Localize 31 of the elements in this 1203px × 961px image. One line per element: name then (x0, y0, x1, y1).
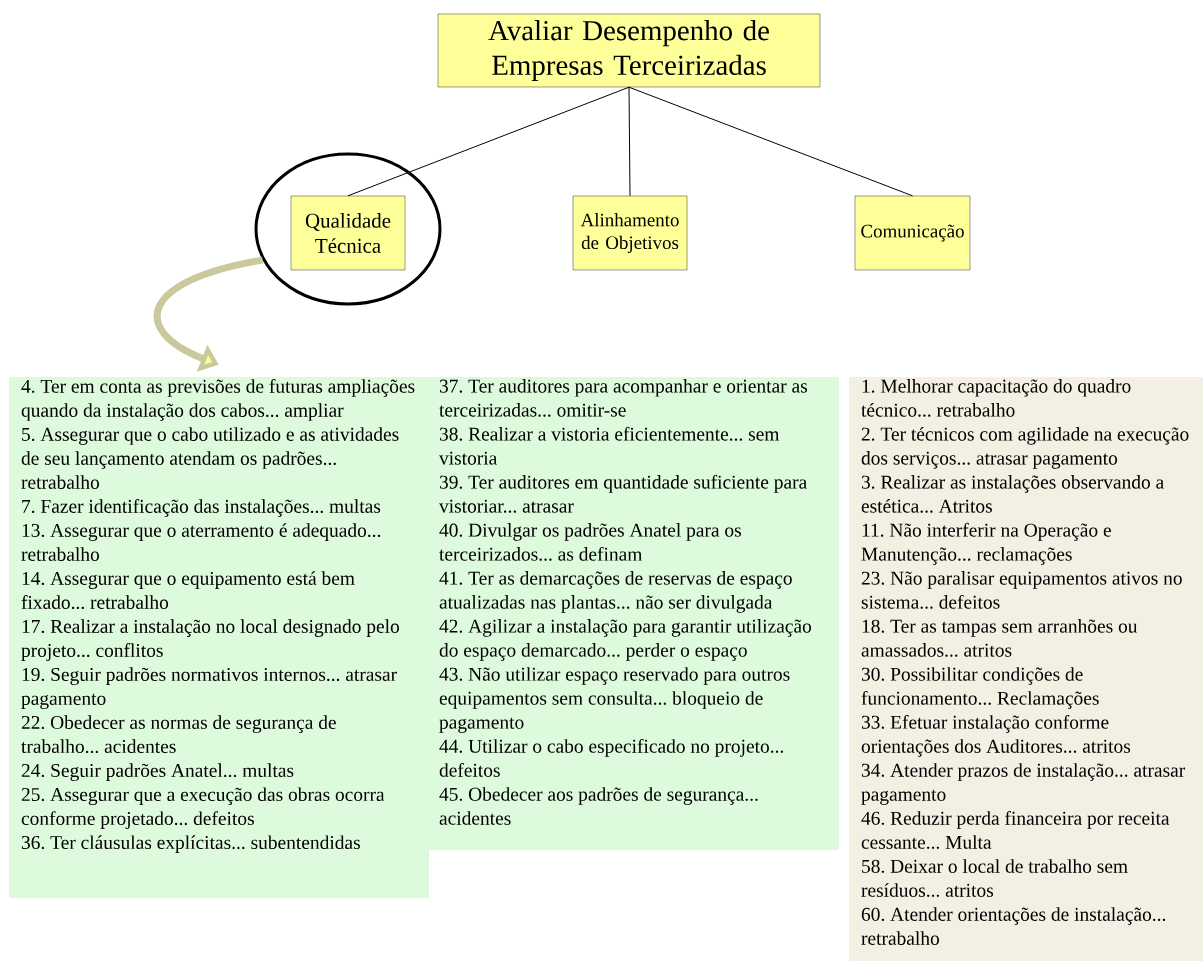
category-box: Comunicação (854, 195, 971, 271)
category-box: Alinhamento de Objetivos (572, 195, 688, 271)
category-box: Avaliar Desempenho de Empresas Terceirizadas (437, 13, 821, 88)
node-label: 14. Assegurar que o equipamento está bem fixado... retrabalho (21, 571, 355, 610)
node-label: 17. Realizar a instalação no local designado pelo projeto... conflitos (21, 619, 400, 661)
criteria-list-panel: 1. Melhorar capacitação do quadro técnico... retrabalho 2. Ter técnicos com agilidade na execução dos serviços... atrasar pagamento 3. Realizar as instalações observando a estética... Atritos 11. Não interferir na Operação e Manutenção... reclamações 23. Não paralisar equipamentos ativos no sistema... defeitos 18. Ter as tampas sem arranhões ou amassados... atritos 30. Possibilitar condições de funcionamento... Reclamações 33. Efetuar instalação conforme orientações dos Auditores... atritos 34. Atender prazos de instalação... atrasar pagamento 46. Reduzir perda financeira por receita cessante... Multa 58. Deixar o local de trabalho sem resíduos... atritos 60. Atender orientações de instalação... retrabalho (849, 377, 1203, 961)
node-label: 45. Obedecer aos padrões de segurança... acidentes (439, 787, 758, 825)
node-label: 24. Seguir padrões Anatel... multas (21, 763, 294, 782)
node-label: 22. Obedecer as normas de segurança de trabalho... acidentes (21, 715, 336, 754)
criteria-list-panel: 4. Ter em conta as previsões de futuras ampliações quando da instalação dos cabos... ampliar 5. Assegurar que o cabo utilizado e as atividades de seu lançamento atendam os padrões... retrabalho 7. Fazer identificação das instalações... multas 13. Assegurar que o aterramento é adequado... retrabalho 14. Assegurar que o equipamento está bem fixado... retrabalho 17. Realizar a instalação no local designado pelo projeto... conflitos 19. Seguir padrões normativos internos... atrasar pagamento 22. Obedecer as normas de segurança de trabalho... acidentes 24. Seguir padrões Anatel... multas 25. Assegurar que a execução das obras ocorra conforme projetado... defeitos 36. Ter cláusulas explícitas... subentendidas (9, 377, 429, 898)
node-label: 25. Assegurar que a execução das obras ocorra conforme projetado... defeitos (21, 787, 385, 829)
node-label: 41. Ter as demarcações de reservas de espaço atualizadas nas plantas... não ser divulgada (439, 571, 792, 613)
node-label: 13. Assegurar que o aterramento é adequado... retrabalho (21, 523, 381, 561)
node-label: 19. Seguir padrões normativos internos... atrasar pagamento (21, 667, 397, 709)
connector-line (628, 86, 913, 197)
node-label: 4. Ter em conta as previsões de futuras ampliações quando da instalação dos cabos... ampliar (21, 379, 415, 421)
node-label: 40. Divulgar os padrões Anatel para os terceirizados... as definam (439, 523, 741, 561)
node-label: 5. Assegurar que o cabo utilizado e as atividades de seu lançamento atendam os padrões... retrabalho (21, 427, 399, 489)
criteria-list-panel: 37. Ter auditores para acompanhar e orientar as terceirizadas... omitir-se 38. Realizar a vistoria eficientemente... sem vistoria 39. Ter auditores em quantidade suficiente para vistoriar... atrasar 40. Divulgar os padrões Anatel para os terceirizados... as definam 41. Ter as demarcações de reservas de espaço atualizadas nas plantas... não ser divulgada 42. Agilizar a instalação para garantir utilização do espaço demarcado... perder o espaço 43. Não utilizar espaço reservado para outros equipamentos sem consulta... bloqueio de pagamento 44. Utilizar o cabo especificado no projeto... defeitos 45. Obedecer aos padrões de segurança... acidentes (427, 377, 839, 850)
highlight-circle (254, 152, 442, 306)
node-label: 39. Ter auditores em quantidade suficiente para vistoriar... atrasar (439, 474, 807, 513)
node-label: 36. Ter cláusulas explícitas... subentendidas (21, 835, 360, 854)
node-label: 7. Fazer identificação das instalações... multas (22, 499, 381, 517)
category-box: Qualidade Técnica (290, 195, 406, 271)
connector-line (628, 86, 631, 197)
node-label: 42. Agilizar a instalação para garantir utilização do espaço demarcado... perder o espaço (439, 619, 812, 661)
node-label: 44. Utilizar o cabo especificado no projeto... defeitos (439, 738, 784, 777)
node-label: 38. Realizar a vistoria eficientemente... sem vistoria (439, 426, 780, 465)
node-label: 37. Ter auditores para acompanhar e orientar as terceirizadas... omitir-se (439, 379, 808, 417)
node-label: 43. Não utilizar espaço reservado para outros equipamentos sem consulta... bloqueio de pagamento (439, 667, 790, 733)
connector-line (347, 86, 630, 197)
